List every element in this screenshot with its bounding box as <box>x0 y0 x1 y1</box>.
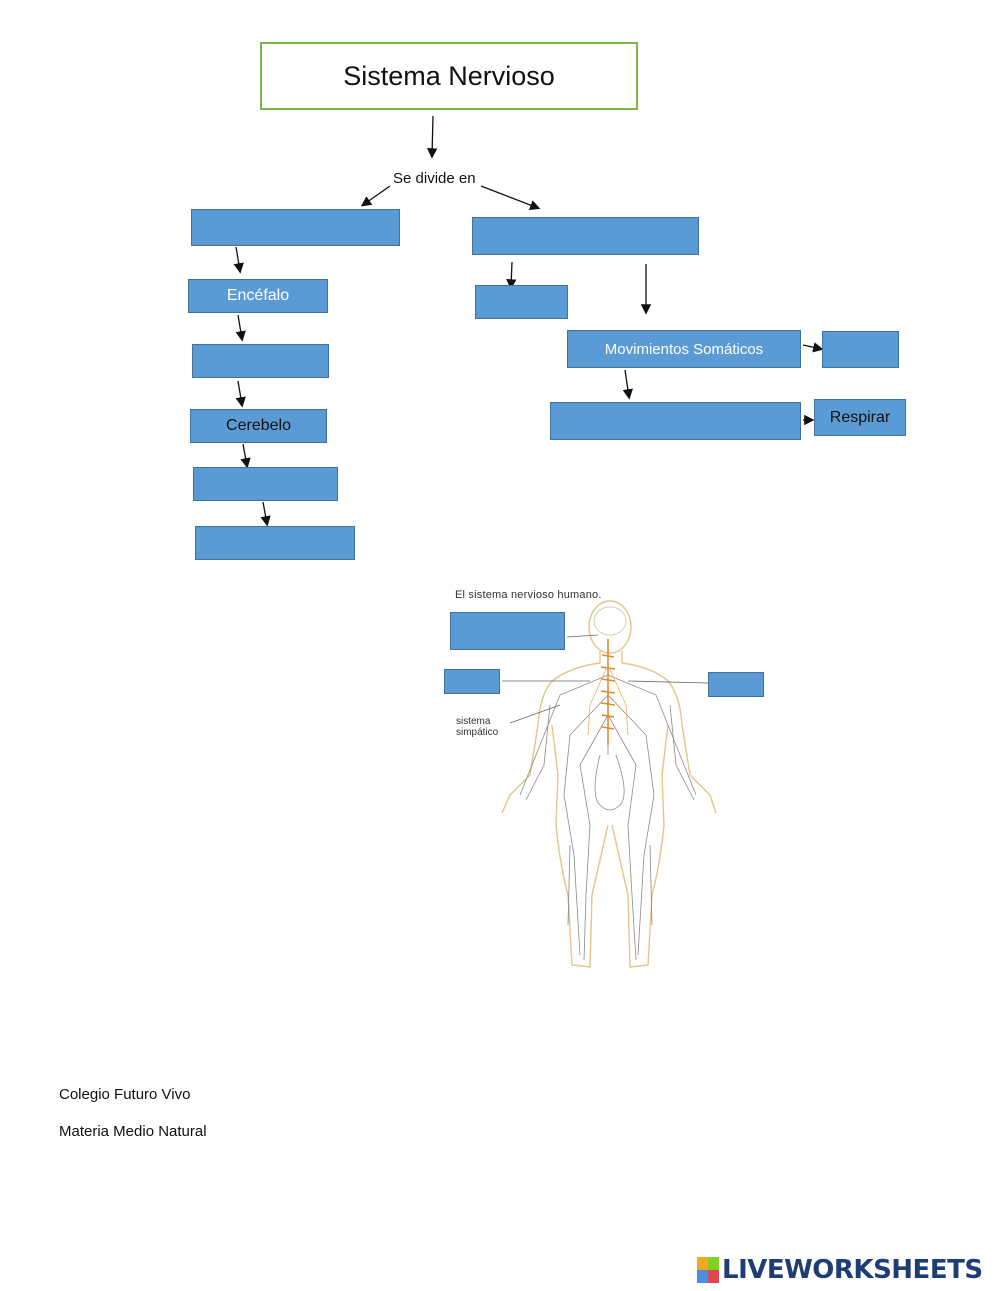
arrow-left-2 <box>235 314 246 342</box>
right-lower-answer-box[interactable] <box>550 402 801 440</box>
arrow-right-1 <box>506 261 517 290</box>
right-sub-answer-box[interactable] <box>475 285 568 319</box>
left-answer-box-2[interactable] <box>192 344 329 378</box>
arrow-to-left-branch <box>360 185 391 207</box>
left-branch-answer-box[interactable] <box>191 209 400 246</box>
movements-side-answer-box[interactable] <box>822 331 899 368</box>
brand-name: LIVEWORKSHEETS <box>722 1255 983 1285</box>
right-branch-answer-box[interactable] <box>472 217 699 255</box>
left-answer-box-3[interactable] <box>193 467 338 501</box>
figure-label-box-brain[interactable] <box>450 612 565 650</box>
arrow-movements-down <box>622 369 634 400</box>
left-answer-box-4[interactable] <box>195 526 355 560</box>
arrow-to-right-branch <box>480 185 541 211</box>
arrow-left-1 <box>233 246 244 274</box>
figure-label-box-left[interactable] <box>444 669 500 694</box>
nervous-system-figure <box>501 600 717 968</box>
connector-label: Se divide en <box>393 170 476 187</box>
figure-side-label-line1: sistema <box>456 716 491 727</box>
arrow-left-3 <box>235 380 246 408</box>
footer-school: Colegio Futuro Vivo <box>59 1086 191 1103</box>
liveworksheets-logo-icon <box>697 1257 719 1283</box>
figure-side-label-line2: simpático <box>456 727 499 738</box>
movimientos-somaticos-box: Movimientos Somáticos <box>567 330 801 368</box>
figure-caption: El sistema nervioso humano. <box>455 589 602 601</box>
respirar-box: Respirar <box>814 399 906 436</box>
arrow-title-down <box>426 115 438 159</box>
arrow-left-5 <box>260 501 271 527</box>
encefalo-box: Encéfalo <box>188 279 328 313</box>
cerebelo-box: Cerebelo <box>190 409 327 443</box>
figure-side-label: sistema simpático <box>456 716 498 738</box>
figure-label-box-right[interactable] <box>708 672 764 697</box>
diagram-title: Sistema Nervioso <box>260 42 638 110</box>
arrow-left-4 <box>240 443 251 469</box>
arrow-movements-side <box>802 342 824 353</box>
footer-subject: Materia Medio Natural <box>59 1123 207 1140</box>
liveworksheets-brand[interactable]: LIVEWORKSHEETS <box>697 1254 983 1286</box>
